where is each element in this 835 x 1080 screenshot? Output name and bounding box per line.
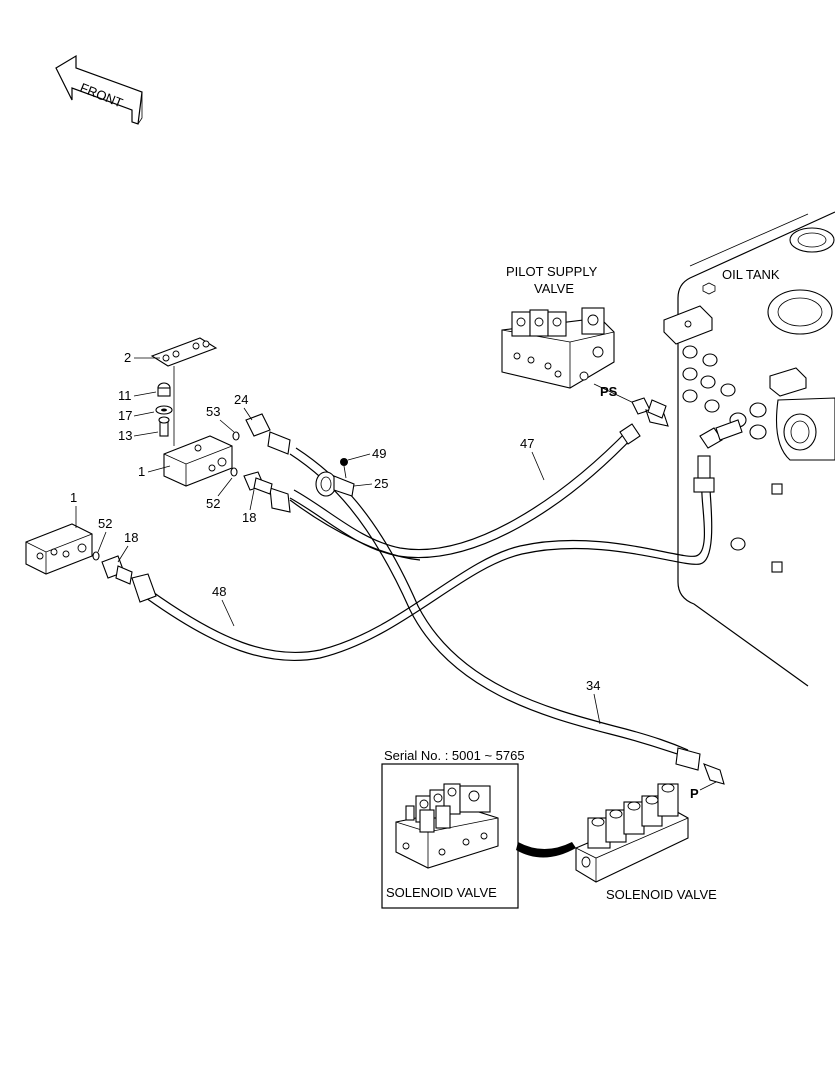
fitting-24: 24 <box>234 392 291 455</box>
callout-47: 47 <box>520 436 534 451</box>
clamp-25: 49 25 <box>315 446 388 497</box>
inset-box: Serial No. : 5001 ~ 5765 SOLENOID VALVE <box>381 748 525 909</box>
pilot-supply-valve-label-1: PILOT SUPPLY <box>506 264 598 279</box>
pilot-supply-valve-label-2: VALVE <box>534 281 574 296</box>
pilot-supply-valve: PILOT SUPPLY VALVE PS <box>501 264 641 407</box>
callout-18b: 18 <box>124 530 138 545</box>
callout-11: 11 <box>118 388 132 403</box>
callout-34: 34 <box>586 678 600 693</box>
callout-1a: 1 <box>138 464 145 479</box>
oil-tank-label: OIL TANK <box>722 267 780 282</box>
callout-25: 25 <box>374 476 388 491</box>
port-p-label: P <box>690 786 699 801</box>
callout-2: 2 <box>124 350 131 365</box>
callout-53: 53 <box>206 404 220 419</box>
inset-pointer-arrow <box>516 842 576 858</box>
callout-52b: 52 <box>98 516 112 531</box>
inset-solenoid-valve-label: SOLENOID VALVE <box>386 885 497 900</box>
lower-block-assembly: 1 52 18 <box>25 490 138 585</box>
front-label: FRONT <box>78 80 125 111</box>
callout-48: 48 <box>212 584 226 599</box>
callout-18a: 18 <box>242 510 256 525</box>
hose-47: 47 <box>289 423 641 558</box>
ps-fitting <box>631 397 669 427</box>
hose-upper-18 <box>269 487 421 561</box>
upper-block-assembly: 2 11 17 13 1 53 52 18 <box>118 337 273 525</box>
callout-52a: 52 <box>206 496 220 511</box>
oil-tank: OIL TANK <box>663 211 835 687</box>
solenoid-valve-label: SOLENOID VALVE <box>606 887 717 902</box>
solenoid-valve: SOLENOID VALVE <box>575 783 717 902</box>
callout-24: 24 <box>234 392 248 407</box>
callout-13: 13 <box>118 428 132 443</box>
hose-48: 48 <box>131 419 743 662</box>
tank-fittings <box>682 345 767 440</box>
callout-49: 49 <box>372 446 386 461</box>
callout-1b: 1 <box>70 490 77 505</box>
inset-serial-label: Serial No. : 5001 ~ 5765 <box>384 748 525 763</box>
callout-17: 17 <box>118 408 132 423</box>
front-arrow: FRONT <box>55 54 143 125</box>
